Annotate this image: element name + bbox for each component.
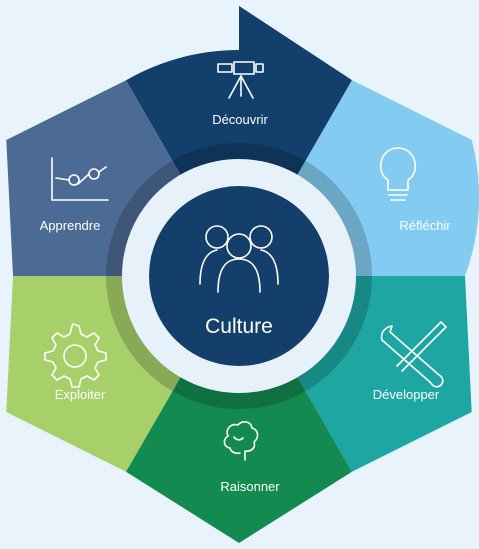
segment-raisonner bbox=[126, 276, 352, 543]
segment-label-raisonner: Raisonner bbox=[220, 479, 280, 494]
people-group-icon bbox=[199, 225, 279, 293]
segment-label-developper: Développer bbox=[373, 387, 440, 402]
tools-icon bbox=[380, 321, 447, 388]
brain-icon bbox=[223, 421, 259, 461]
gear-icon bbox=[44, 323, 107, 388]
center-label: Culture bbox=[205, 315, 273, 338]
segment-label-reflechir: Réfléchir bbox=[399, 218, 451, 233]
center-circle bbox=[149, 186, 329, 366]
telescope-icon bbox=[217, 61, 264, 99]
segment-label-decouvrir: Découvrir bbox=[212, 112, 268, 127]
segment-label-apprendre: Apprendre bbox=[40, 218, 101, 233]
segment-label-exploiter: Exploiter bbox=[55, 387, 106, 402]
lightbulb-icon bbox=[379, 147, 417, 201]
segment-decouvrir bbox=[126, 6, 352, 276]
line-chart-icon bbox=[51, 157, 109, 201]
